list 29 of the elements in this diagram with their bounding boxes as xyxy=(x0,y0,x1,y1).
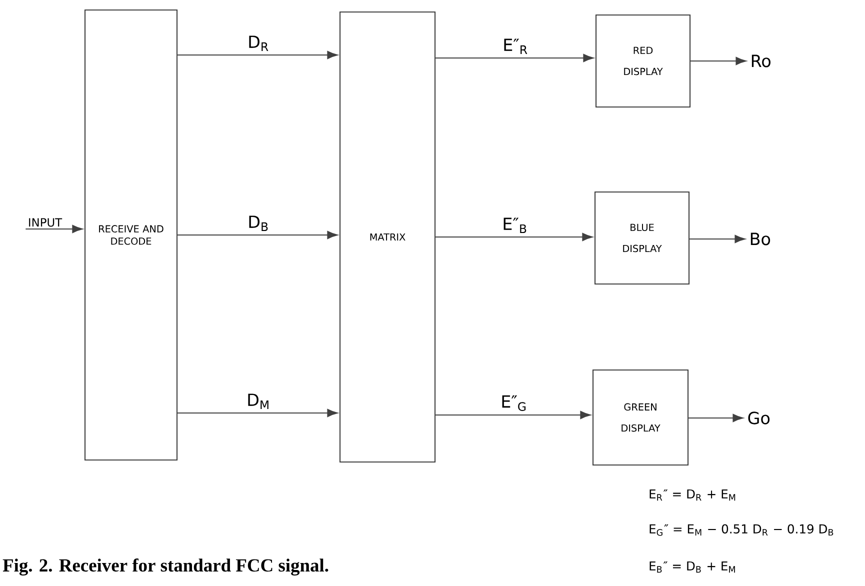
edge-label: E″$_{B}$ xyxy=(500,216,530,235)
arrow xyxy=(436,410,591,420)
equation-text: E$_{G}$″ = E$_{M}$ − 0.51 D$_{R}$ − 0.19 D$_{B}$ xyxy=(650,524,834,536)
arrow xyxy=(178,50,338,60)
block-box: RED DISPLAY xyxy=(595,14,691,108)
arrow xyxy=(436,54,594,62)
edge-label: E″$_{R}$ xyxy=(500,36,530,56)
arrow xyxy=(690,56,746,66)
signal-text: INPUT xyxy=(29,218,62,227)
block-box: MATRIX xyxy=(339,11,436,463)
block-box: BLUE DISPLAY xyxy=(594,191,690,285)
signal-text: Bo xyxy=(750,232,770,246)
edge-label: D$_{M}$ xyxy=(244,392,272,411)
edge-label: D$_{R}$ xyxy=(246,34,272,53)
arrow xyxy=(26,224,83,234)
block-box: GREEN DISPLAY xyxy=(592,369,689,466)
edge-label: D$_{B}$ xyxy=(246,214,272,233)
equation-text: E$_{R}$″ = D$_{R}$ + E$_{M}$ xyxy=(650,489,736,501)
arrow xyxy=(690,234,746,244)
figure-caption: Fig. 2. Receiver for standard FCC signal. xyxy=(2,558,328,576)
arrow xyxy=(178,408,338,418)
block-box: RECEIVE AND DECODE xyxy=(84,9,178,461)
signal-text: Go xyxy=(748,412,770,424)
arrow xyxy=(178,230,338,240)
signal-text: Ro xyxy=(752,54,770,68)
edge-label: E″$_{G}$ xyxy=(498,394,530,413)
arrow xyxy=(688,414,744,422)
arrow xyxy=(436,232,593,242)
equation-text: E$_{B}$″ = D$_{B}$ + E$_{M}$ xyxy=(650,561,735,573)
